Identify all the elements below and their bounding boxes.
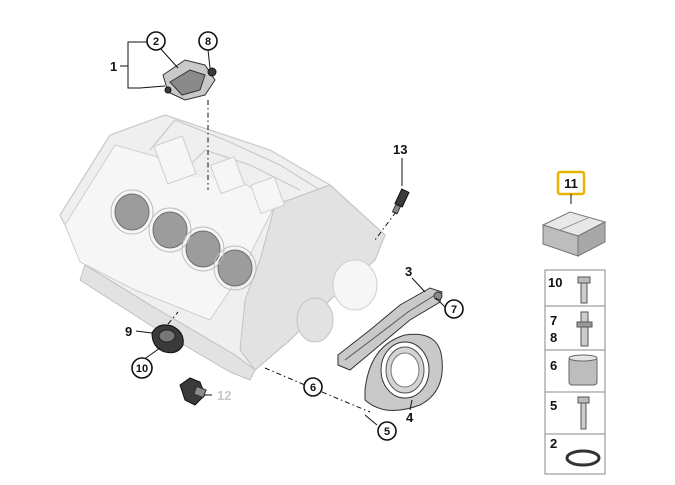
callout-4: 4 [406,410,414,425]
panel-label-8: 8 [550,330,557,345]
side-panel: 10 7 8 6 5 2 [544,269,606,475]
panel-label-10: 10 [548,275,562,290]
o-ring-icon [565,449,601,467]
sensor-part-13 [391,188,410,215]
callout-8: 8 [205,36,211,48]
callout-9: 9 [125,324,132,339]
stud-icon [576,311,593,347]
callout-7-circle [444,299,464,319]
callout-5: 5 [384,426,390,438]
panel-label-2: 2 [550,436,557,451]
screw-icon [577,396,590,430]
engine-block-icon [59,114,386,381]
seal-cover-part-4 [364,333,443,411]
callout-6-circle [303,377,323,397]
panel-label-6: 6 [550,358,557,373]
repair-kit-box-icon [541,211,607,257]
callout-2: 2 [153,36,159,48]
callout-10-circle [131,357,153,379]
callout-5-circle [377,421,397,441]
callout-8-circle [198,31,218,51]
bracket-part-1 [162,59,217,101]
callout-11: 11 [564,176,578,191]
sleeve-icon [568,354,598,386]
panel-label-7: 7 [550,313,557,328]
connector-part-12 [179,377,207,406]
callout-3: 3 [405,264,412,279]
panel-label-5: 5 [550,398,557,413]
callout-6: 6 [310,382,316,394]
callout-1: 1 [110,59,117,74]
callout-7: 7 [451,304,457,316]
callout-13: 13 [393,142,407,157]
bolt-icon [577,276,591,304]
callout-10: 10 [136,363,148,375]
callout-12: 12 [217,388,231,403]
callout-2-circle [146,31,166,51]
